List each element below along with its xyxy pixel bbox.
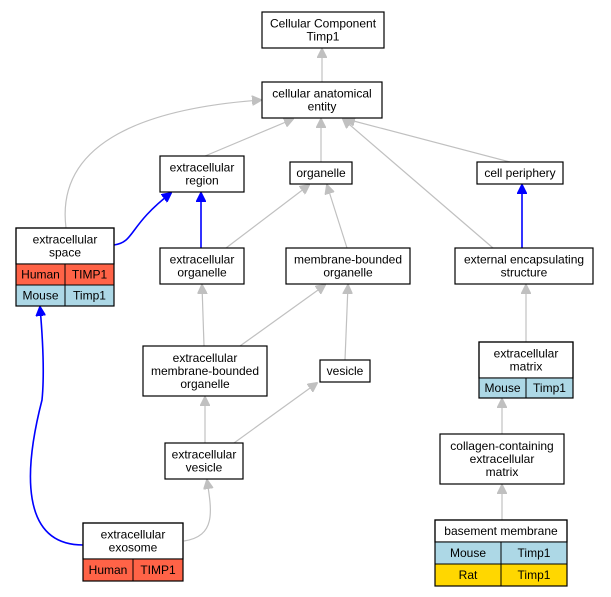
node-box [439,433,565,485]
edge-vesicle-mbo [345,285,348,361]
node-label: structure [501,266,548,280]
node-box [159,247,245,285]
node-label: vesicle [186,461,223,475]
node-label: collagen-containing [450,439,553,453]
node-label: extracellular [494,347,559,361]
node-label: Cellular Component [270,17,377,31]
node-label: vesicle [327,364,364,378]
species-label: Mouse [450,546,486,560]
node-label: region [185,174,218,188]
node-label: exosome [109,541,158,555]
node-vesicle[interactable]: vesicle [319,359,371,383]
node-label: organelle [180,377,230,391]
node-label: cellular anatomical [272,87,371,101]
node-outline [15,227,115,307]
node-outline [434,519,568,587]
node-box [159,155,245,193]
node-label: extracellular [470,452,535,466]
node-label: cell periphery [484,166,555,180]
node-label: extracellular [173,351,238,365]
edge-exves-vesicle [233,383,317,444]
node-label: membrane-bounded [294,253,402,267]
gene-label: Timp1 [518,546,551,560]
gene-label: Timp1 [533,381,566,395]
node-label: organelle [177,266,227,280]
edge-exspace-exreg [113,193,171,246]
edge-exosome-exves [183,480,210,542]
node-outline [82,522,184,582]
node-box [142,345,268,397]
edge-mbo-org [327,185,348,249]
gene-label: TIMP1 [140,563,176,577]
node-outline [478,341,574,399]
node-label: matrix [486,465,519,479]
edge-exreg-cae [204,119,293,157]
node-label: matrix [510,360,543,374]
node-label: extracellular [101,528,166,542]
edge-exspace-cae [64,100,261,229]
species-label: Rat [459,568,478,582]
node-box [261,81,383,119]
species-label: Mouse [484,381,520,395]
node-label: Timp1 [307,30,340,44]
node-label: entity [308,100,337,114]
node-box [476,161,564,185]
gene-label: TIMP1 [72,268,108,282]
node-box [319,359,371,383]
species-label: Human [21,268,60,282]
edge-exosome-exspace [29,307,84,546]
edge-cellp-cae [346,119,511,163]
gene-label: Timp1 [518,568,551,582]
node-label: extracellular [170,161,235,175]
node-label: membrane-bounded [151,364,259,378]
edge-exmbo-mbo [239,285,325,347]
node-label: extracellular [170,253,235,267]
edge-exorg-org [225,185,309,249]
node-box [454,247,594,285]
node-cellp[interactable]: cell periphery [476,161,564,185]
gene-label: Timp1 [73,289,106,303]
edge-exmbo-exorg [202,285,204,347]
edges [29,49,526,546]
node-label: extracellular [172,448,237,462]
node-label: organelle [296,166,346,180]
species-label: Mouse [22,289,58,303]
node-box [261,11,385,49]
species-label: Human [89,563,128,577]
node-label: basement membrane [444,524,558,538]
node-box [285,247,411,285]
node-label: external encapsulating [464,253,584,267]
node-box [289,161,353,185]
node-org[interactable]: organelle [289,161,353,185]
node-box [478,341,574,379]
node-box [164,442,244,480]
node-label: organelle [323,266,373,280]
node-label: extracellular [33,233,98,247]
node-label: space [49,246,81,260]
edge-ees-cae [343,119,494,249]
